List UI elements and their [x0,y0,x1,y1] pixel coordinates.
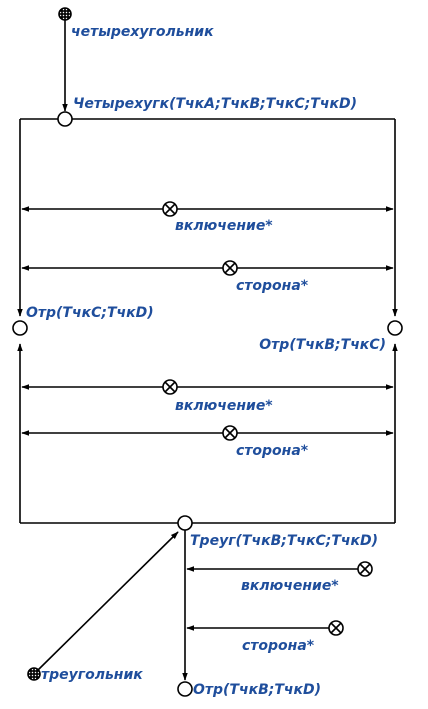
side-3-label: сторона* [242,638,315,654]
triangle-node-label: Треуг(ТчкB;ТчкC;ТчкD) [190,533,378,549]
triangle-entity-label: треугольник [41,667,143,683]
segment-cd-label: Отр(ТчкC;ТчкD) [26,305,154,321]
incl-1-label: включение* [175,218,273,234]
relation-node-side-2[interactable] [222,425,238,441]
incl-2-label: включение* [175,398,273,414]
quad-node[interactable] [57,111,73,127]
relation-node-incl-3[interactable] [357,561,373,577]
relation-node-side-3[interactable] [328,620,344,636]
relation-node-incl-1[interactable] [162,201,178,217]
quad-entity-label: четырехугольник [71,24,214,40]
arrow-triangle-class-to-node [37,531,179,671]
segment-bc-node[interactable] [387,320,403,336]
relation-node-incl-2[interactable] [162,379,178,395]
segment-bd-node[interactable] [177,681,193,697]
incl-3-label: включение* [241,578,339,594]
segment-bc-label: Отр(ТчкB;ТчкC) [259,337,386,353]
relation-node-side-1[interactable] [222,260,238,276]
segment-bd-label: Отр(ТчкB;ТчкD) [193,682,321,698]
segment-cd-node[interactable] [12,320,28,336]
class-node-triangle-icon[interactable] [27,667,41,681]
side-2-label: сторона* [236,443,309,459]
triangle-node[interactable] [177,515,193,531]
side-1-label: сторона* [236,278,309,294]
quad-node-label: Четырехугк(ТчкA;ТчкB;ТчкC;ТчкD) [73,96,357,112]
class-node-quad-icon[interactable] [58,7,72,21]
